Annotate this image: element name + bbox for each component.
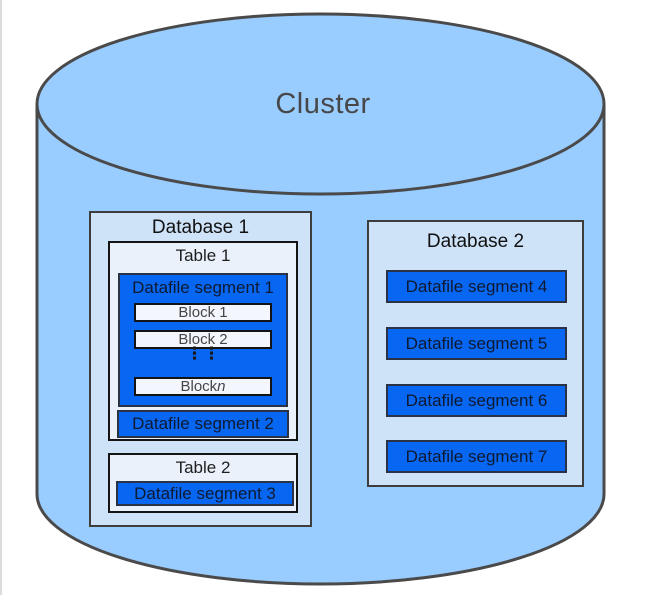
table2-title: Table 2	[175, 458, 231, 477]
block-2: Block 2	[134, 330, 272, 349]
table1-box: Table 1 Datafile segment 1 Block 1 Block…	[108, 241, 298, 441]
datafile-segment-1-box: Datafile segment 1 Block 1 Block 2 ⋮⋮ Bl…	[118, 273, 288, 407]
database2-box: Database 2 Datafile segment 4 Datafile s…	[367, 220, 584, 487]
vertical-ellipsis-icon: ⋮⋮	[186, 344, 220, 363]
cylinder-top-ellipse	[35, 12, 606, 196]
table2-box: Table 2 Datafile segment 3	[108, 453, 298, 513]
block-n: Block n	[134, 377, 272, 396]
database1-box: Database 1 Table 1 Datafile segment 1 Bl…	[89, 211, 312, 527]
database2-title: Database 2	[426, 231, 525, 252]
table1-title: Table 1	[175, 246, 231, 265]
block-1: Block 1	[134, 303, 272, 322]
datafile-segment-1-label: Datafile segment 1	[132, 278, 274, 297]
page-left-border	[0, 0, 2, 595]
block-n-variable: n	[217, 378, 226, 395]
datafile-segment-7: Datafile segment 7	[386, 440, 567, 473]
datafile-segment-4: Datafile segment 4	[386, 270, 567, 303]
cluster-title: Cluster	[275, 88, 371, 120]
datafile-segment-5: Datafile segment 5	[386, 327, 567, 360]
datafile-segment-6: Datafile segment 6	[386, 384, 567, 417]
block-n-prefix: Block	[180, 378, 218, 395]
database1-title: Database 1	[151, 217, 250, 238]
datafile-segment-3: Datafile segment 3	[116, 481, 294, 506]
datafile-segment-2: Datafile segment 2	[117, 410, 289, 438]
